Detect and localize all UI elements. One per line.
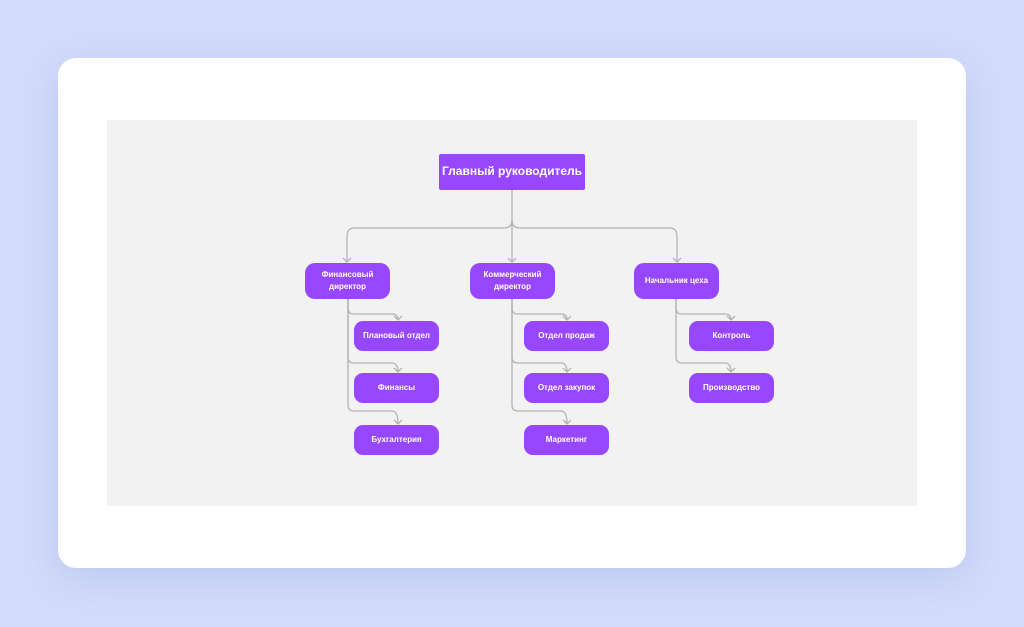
node-sales-dept[interactable]: Отдел продаж xyxy=(524,321,609,351)
node-purchasing-dept[interactable]: Отдел закупок xyxy=(524,373,609,403)
node-production[interactable]: Производство xyxy=(689,373,774,403)
node-quality-control[interactable]: Контроль xyxy=(689,321,774,351)
node-root[interactable]: Главный руководитель xyxy=(439,154,585,190)
node-financial-director[interactable]: Финансовый директор xyxy=(305,263,390,299)
node-commercial-director[interactable]: Коммерческий директор xyxy=(470,263,555,299)
node-planning-dept[interactable]: Плановый отдел xyxy=(354,321,439,351)
node-shop-manager[interactable]: Начальник цеха xyxy=(634,263,719,299)
node-accounting[interactable]: Бухгалтерия xyxy=(354,425,439,455)
node-finance[interactable]: Финансы xyxy=(354,373,439,403)
node-marketing[interactable]: Маркетинг xyxy=(524,425,609,455)
